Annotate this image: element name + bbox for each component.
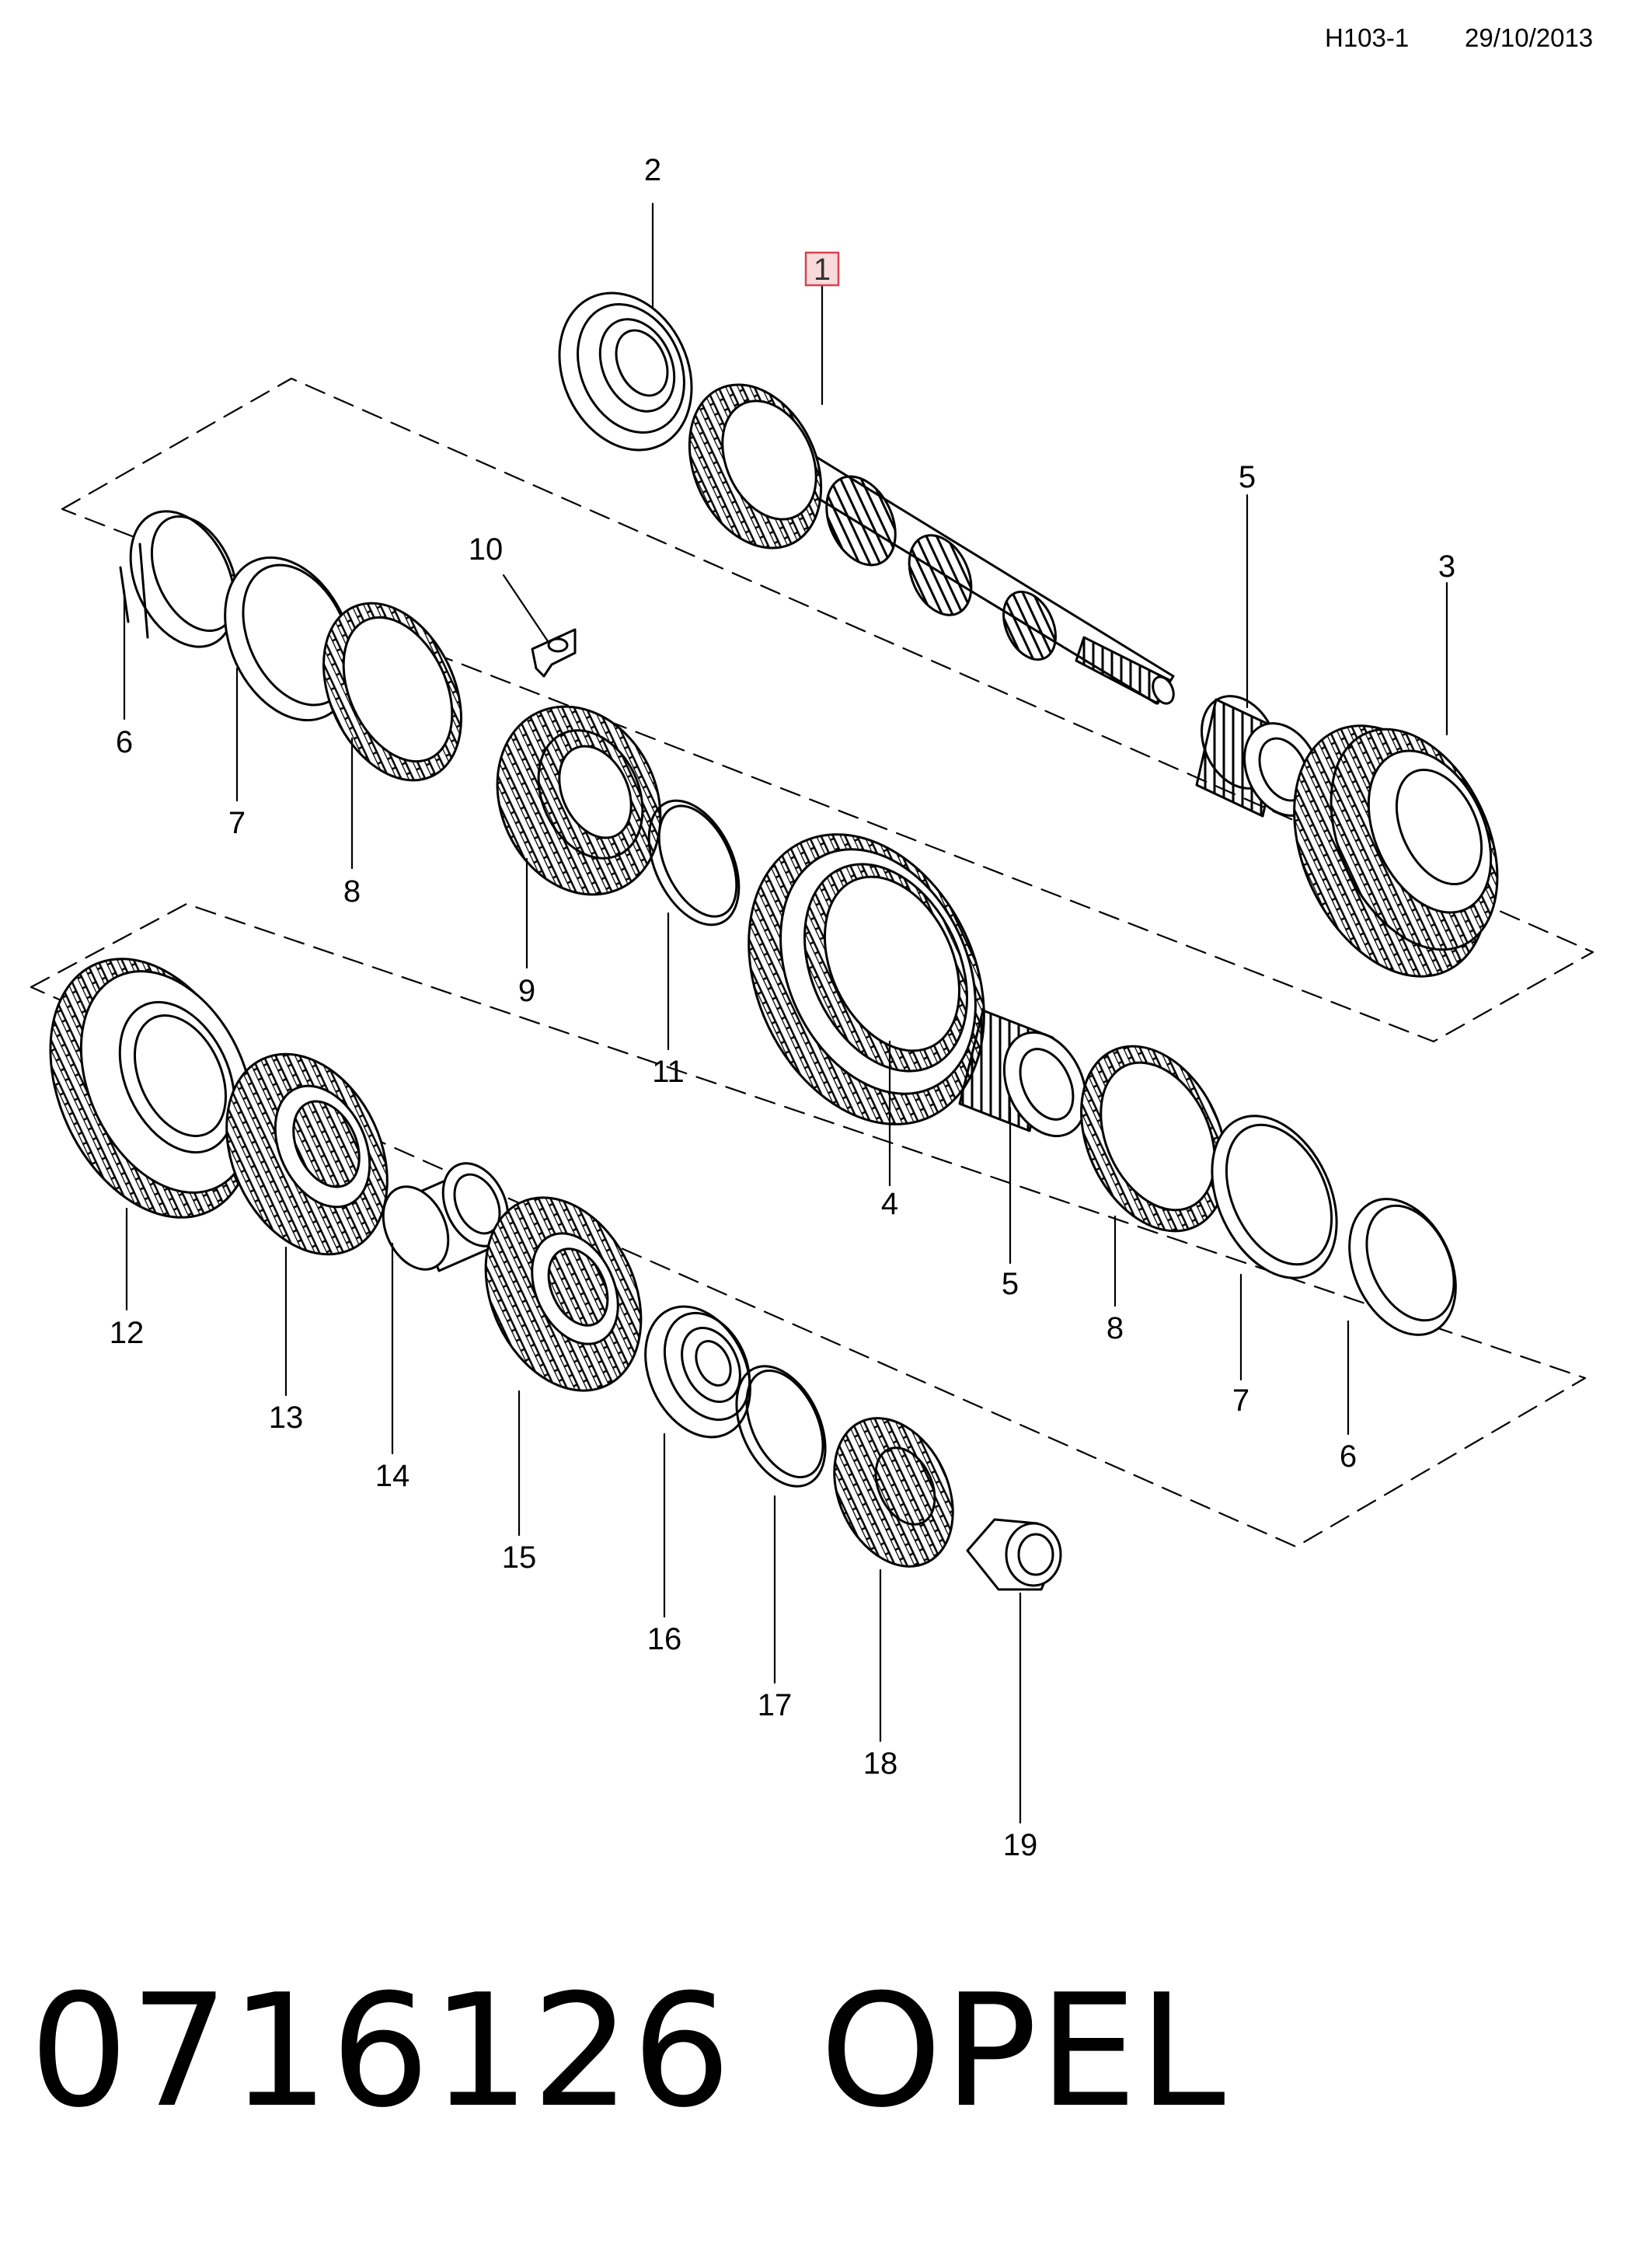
gearbox-exploded-drawing: 1 2 3 4 5 5 6 6 7 7 8 8 9 10 11 12 13 14… — [30, 153, 1594, 1862]
ring-part-7-lower — [1211, 1115, 1338, 1279]
callout-5-lower: 5 — [1002, 1267, 1019, 1301]
callout-17: 17 — [758, 1688, 793, 1722]
callout-5-upper: 5 — [1239, 460, 1256, 494]
callout-7-upper: 7 — [228, 806, 246, 840]
callout-8-upper: 8 — [343, 874, 361, 909]
callout-9: 9 — [518, 974, 535, 1008]
callout-15: 15 — [502, 1540, 537, 1575]
callout-10: 10 — [469, 532, 504, 567]
callout-14: 14 — [375, 1459, 410, 1493]
callout-12: 12 — [110, 1316, 145, 1350]
input-shaft-part-1 — [688, 383, 1175, 705]
blocker-ring-part-6-upper — [119, 510, 239, 648]
gear-part-18 — [833, 1417, 954, 1568]
callout-13: 13 — [269, 1401, 304, 1435]
callout-7-lower: 7 — [1232, 1383, 1249, 1418]
callout-16: 16 — [647, 1622, 682, 1656]
diagram-code: H103-1 — [1325, 23, 1410, 52]
callout-2: 2 — [644, 153, 661, 187]
ball-bearing-part-16 — [644, 1305, 751, 1439]
snap-ring-part-11 — [647, 799, 741, 926]
callout-8-lower: 8 — [1107, 1311, 1124, 1345]
gear-part-13 — [225, 1052, 389, 1256]
sleeve-gear-part-4 — [748, 833, 985, 1125]
ball-bearing-part-2 — [558, 291, 693, 452]
diagram-date: 29/10/2013 — [1465, 23, 1594, 52]
callout-1: 1 — [814, 253, 831, 287]
callout-19: 19 — [1003, 1828, 1038, 1862]
synchro-hub-part-9 — [496, 705, 662, 896]
callout-labels: 1 2 3 4 5 5 6 6 7 7 8 8 9 10 11 12 13 14… — [110, 153, 1455, 1862]
synchro-ring-part-8-lower — [1080, 1045, 1228, 1233]
gear-part-12 — [49, 958, 255, 1219]
needle-bearing-part-5-upper — [1195, 695, 1321, 818]
upper-dashed-frame — [61, 377, 1594, 1043]
callout-6-lower: 6 — [1340, 1439, 1357, 1474]
leader-lines — [123, 202, 1448, 1824]
needle-bearing-part-5-lower — [958, 1009, 1088, 1138]
brand-name: OPEL — [820, 1961, 1227, 2142]
lower-dashed-frame — [30, 902, 1587, 1548]
callout-highlight-box — [804, 251, 840, 287]
callout-6-upper: 6 — [116, 725, 133, 759]
nut-part-19 — [966, 1518, 1062, 1591]
snap-ring-part-17 — [735, 1365, 827, 1488]
callout-18: 18 — [863, 1746, 898, 1781]
callout-11: 11 — [652, 1055, 685, 1089]
callout-3: 3 — [1438, 550, 1455, 584]
part-number: 0716126 — [30, 1961, 733, 2142]
gear-part-15 — [484, 1196, 643, 1392]
callout-4: 4 — [881, 1187, 898, 1221]
blocker-ring-part-6-lower — [1348, 1198, 1457, 1336]
synchro-ring-part-8-upper — [322, 602, 462, 782]
gear-part-3 — [1293, 724, 1499, 978]
shift-key-part-10 — [531, 628, 577, 678]
